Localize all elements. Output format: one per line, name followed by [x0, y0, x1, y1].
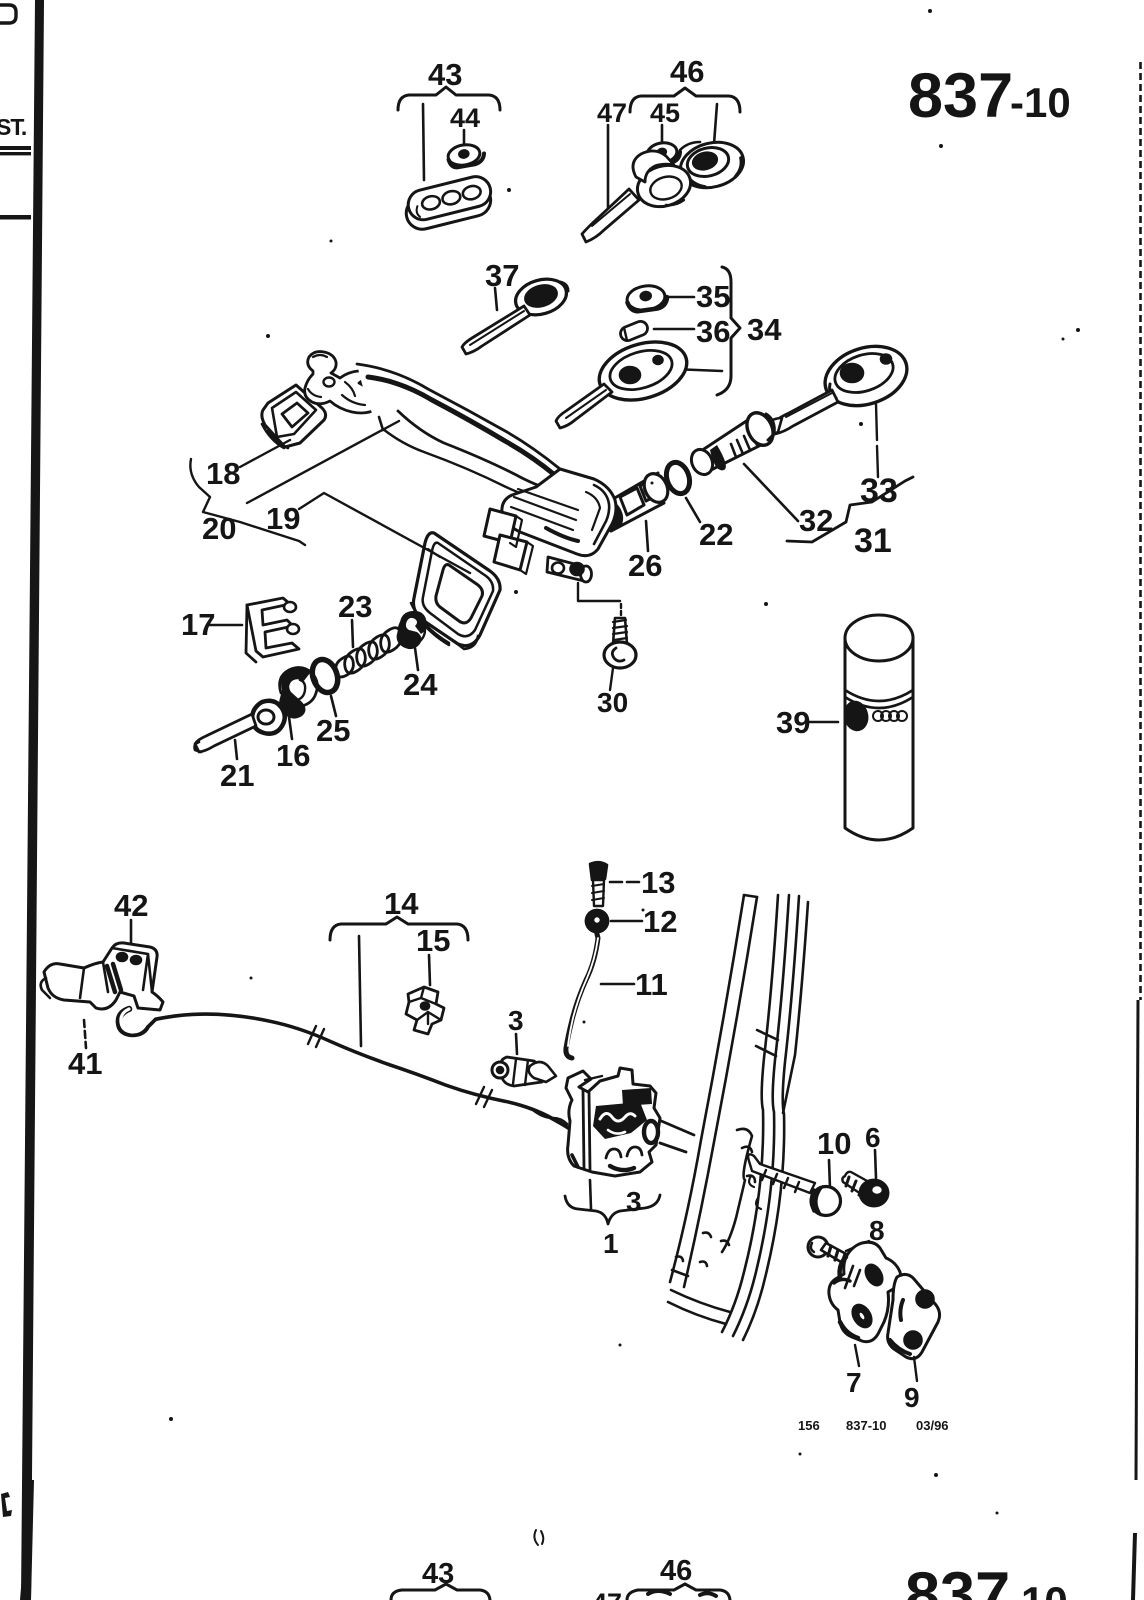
svg-text:7: 7: [846, 1367, 862, 1398]
svg-text:45: 45: [650, 98, 680, 128]
svg-text:156: 156: [798, 1418, 820, 1433]
svg-text:37: 37: [485, 258, 519, 293]
svg-text:25: 25: [316, 713, 350, 748]
svg-text:-10: -10: [1007, 1578, 1068, 1600]
svg-text:8: 8: [869, 1215, 885, 1246]
svg-text:18: 18: [206, 456, 240, 491]
svg-text:36: 36: [696, 314, 730, 349]
svg-text:21: 21: [220, 758, 254, 793]
svg-text:03/96: 03/96: [916, 1418, 949, 1433]
svg-text:837-10: 837-10: [846, 1418, 886, 1433]
svg-text:16: 16: [276, 738, 310, 773]
svg-text:20: 20: [202, 511, 236, 546]
svg-text:ST.: ST.: [0, 114, 26, 140]
svg-text:35: 35: [696, 279, 730, 314]
svg-text:14: 14: [384, 886, 419, 921]
svg-text:34: 34: [747, 312, 782, 347]
svg-text:11: 11: [635, 967, 668, 1002]
svg-text:46: 46: [670, 54, 704, 89]
svg-text:6: 6: [865, 1122, 881, 1153]
svg-text:23: 23: [338, 589, 372, 624]
svg-text:43: 43: [428, 57, 462, 92]
svg-text:33: 33: [860, 472, 898, 510]
svg-text:10: 10: [817, 1126, 851, 1161]
svg-text:19: 19: [266, 501, 300, 536]
svg-text:9: 9: [904, 1382, 920, 1413]
svg-text:837: 837: [905, 1560, 1010, 1600]
svg-text:26: 26: [628, 548, 662, 583]
svg-text:24: 24: [403, 667, 438, 702]
svg-text:32: 32: [799, 503, 833, 538]
svg-text:1: 1: [603, 1228, 619, 1259]
svg-text:15: 15: [416, 923, 450, 958]
svg-text:41: 41: [68, 1046, 102, 1081]
svg-text:12: 12: [643, 904, 677, 939]
svg-text:44: 44: [450, 103, 480, 133]
svg-text:31: 31: [854, 522, 892, 560]
svg-text:22: 22: [699, 517, 733, 552]
svg-text:13: 13: [641, 865, 675, 900]
svg-text:47: 47: [597, 98, 627, 128]
svg-text:46: 46: [660, 1555, 692, 1587]
svg-text:42: 42: [114, 888, 148, 923]
svg-text:837: 837: [908, 61, 1013, 131]
svg-text:39: 39: [776, 705, 810, 740]
svg-text:30: 30: [597, 687, 628, 718]
svg-text:3: 3: [626, 1186, 642, 1217]
svg-text:17: 17: [181, 607, 215, 642]
svg-text:-10: -10: [1010, 79, 1071, 126]
svg-text:3: 3: [508, 1005, 524, 1036]
svg-text:47: 47: [592, 1588, 622, 1600]
